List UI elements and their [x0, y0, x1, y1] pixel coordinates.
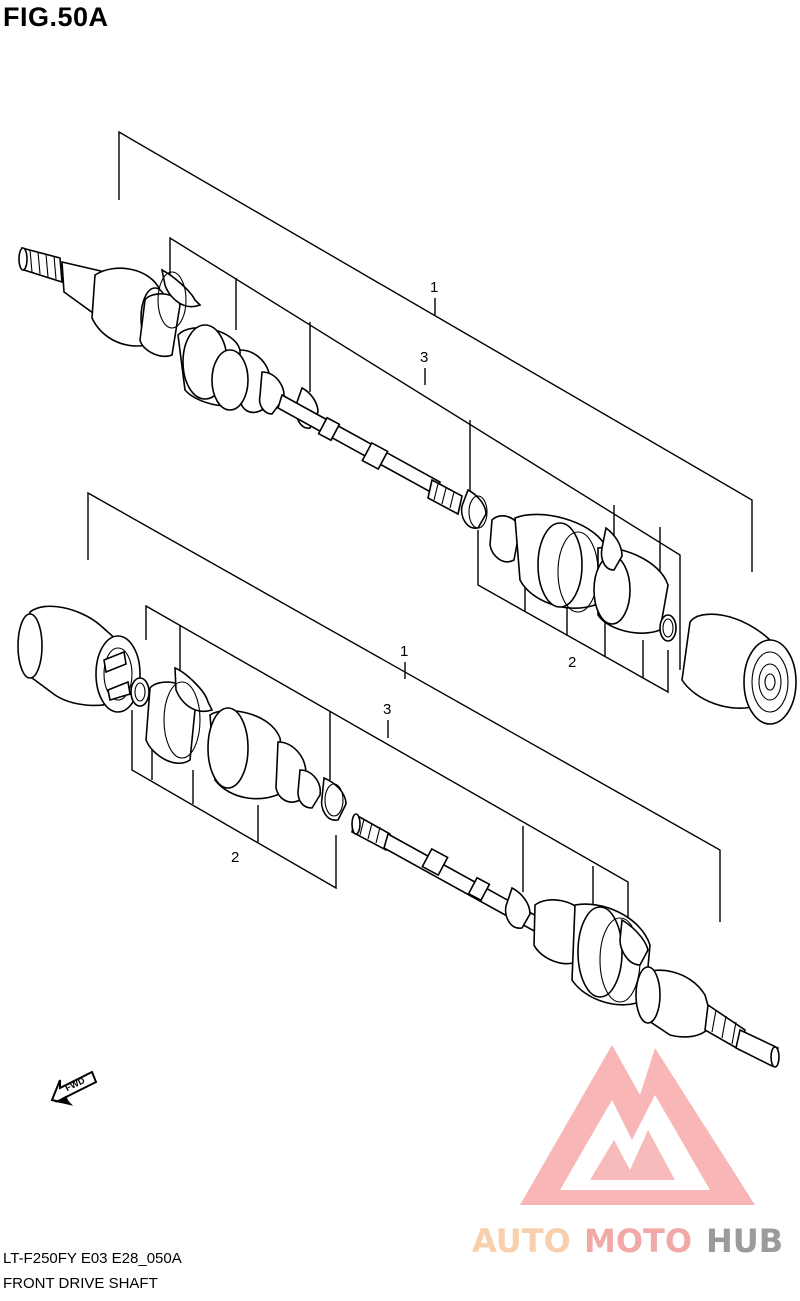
diagram-caption: FRONT DRIVE SHAFT [3, 1275, 158, 1292]
logo-text-moto: MOTO [584, 1222, 692, 1260]
lower-circlip [130, 677, 150, 707]
lower-boot-clamp [320, 776, 347, 821]
upper-callout-3-bracket [169, 236, 681, 670]
lower-outer-clamp [504, 886, 531, 929]
lower-shaft-assembly: 1 3 2 [17, 491, 780, 1068]
lower-callout-2-label: 2 [231, 849, 239, 866]
lower-outer-cv-joint [635, 966, 780, 1068]
upper-outer-boot [139, 293, 285, 415]
upper-inner-boot [489, 513, 669, 634]
lower-callout-1-label: 1 [400, 643, 408, 660]
fwd-arrow-icon: FWD [50, 1070, 98, 1106]
logo-text-auto: AUTO [472, 1222, 571, 1260]
upper-shaft-assembly: 1 3 2 [18, 130, 797, 725]
logo-text-hub: HUB [706, 1222, 783, 1260]
upper-callout-2-label: 2 [568, 654, 576, 671]
lower-callout-3-label: 3 [383, 701, 391, 718]
lower-outer-boot [533, 899, 651, 1006]
upper-callout-2-bracket [477, 530, 669, 694]
upper-callout-1-label: 1 [430, 279, 438, 296]
upper-callout-1-bracket [118, 130, 753, 572]
upper-callout-3-label: 3 [420, 349, 428, 366]
upper-inner-clamp [460, 488, 488, 529]
upper-shaft [277, 393, 463, 516]
lower-callout-2-bracket [131, 710, 337, 890]
upper-circlip [659, 614, 677, 642]
lower-inner-cv-joint [17, 605, 141, 713]
figure-title: FIG.50A [3, 2, 109, 32]
upper-inner-cv-joint [681, 613, 797, 725]
lower-callout-1-bracket [87, 491, 721, 922]
lower-callout-3-bracket [145, 604, 629, 940]
automotohub-logo-icon: AUTO MOTO HUB [472, 1045, 783, 1260]
model-code: LT-F250FY E03 E28_050A [3, 1250, 182, 1267]
lower-shaft [351, 813, 541, 934]
lower-inner-boot [145, 666, 322, 809]
